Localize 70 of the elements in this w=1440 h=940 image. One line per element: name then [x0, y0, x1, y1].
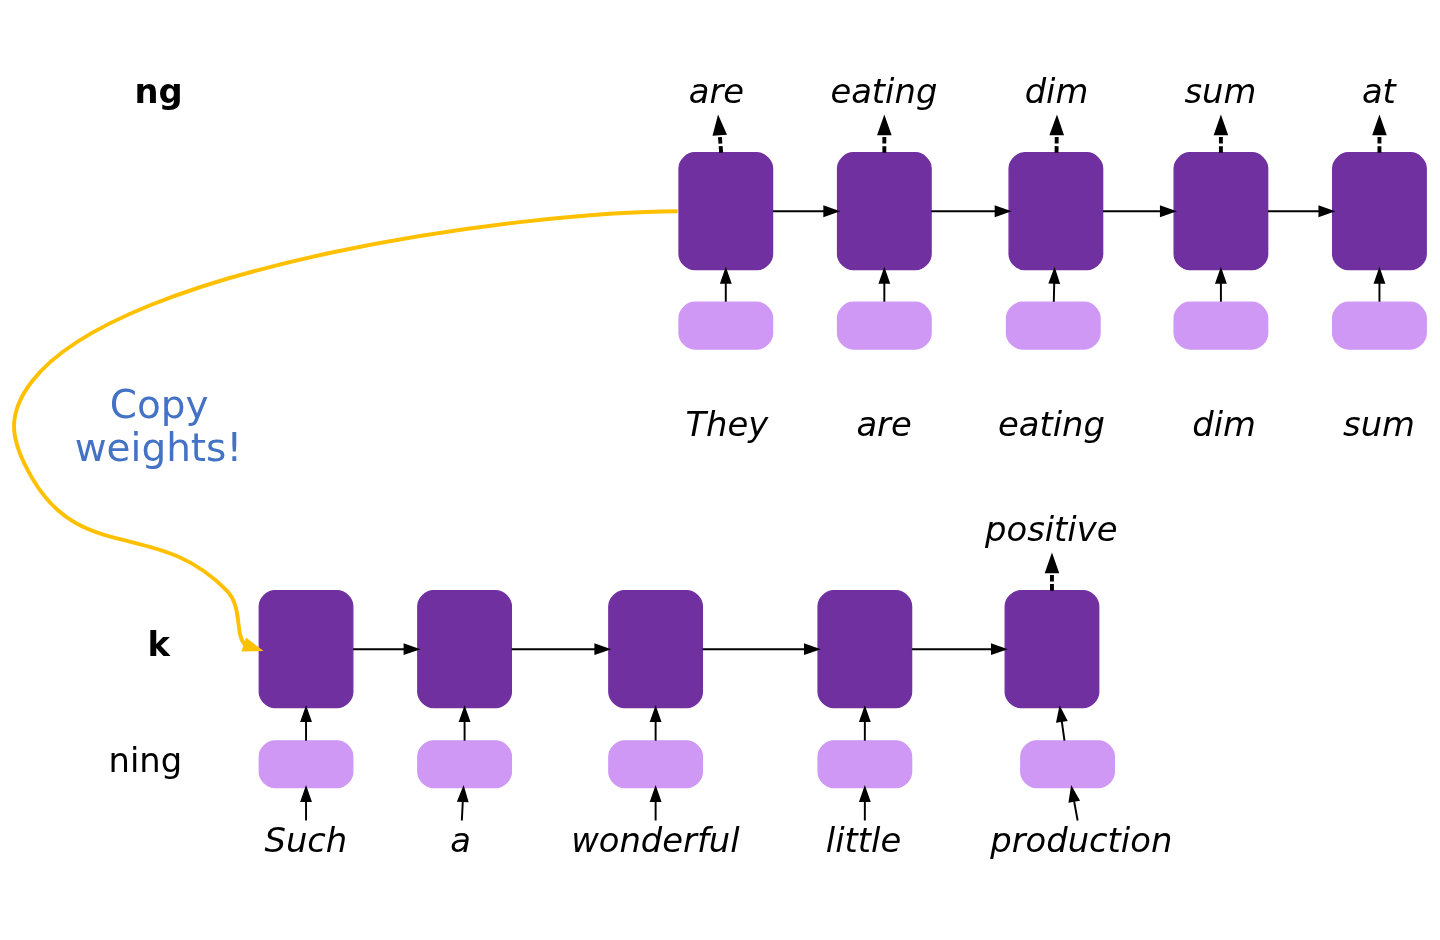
label: are	[856, 404, 912, 444]
arrow	[858, 784, 871, 821]
arrow	[1101, 204, 1177, 217]
node-text: positive	[985, 509, 1118, 549]
label: dim	[1192, 404, 1257, 444]
arrow	[456, 784, 469, 821]
arrow	[1049, 113, 1065, 153]
node-text: Such	[264, 820, 348, 860]
arrow	[300, 704, 312, 742]
label: sum	[1343, 404, 1415, 444]
node-text: eating	[830, 71, 938, 111]
arrow	[1373, 266, 1386, 303]
label: They	[685, 404, 769, 444]
node-text: a	[450, 820, 471, 860]
arrow	[458, 704, 471, 742]
node-bar	[1173, 301, 1269, 350]
node-text: sum	[1184, 71, 1257, 111]
arrow	[911, 642, 1008, 655]
arrow	[771, 204, 841, 217]
node-text: wonderful	[571, 820, 740, 860]
arrow	[877, 113, 892, 153]
node-box	[608, 589, 704, 708]
arrow	[1068, 784, 1081, 821]
arrow	[352, 642, 421, 655]
label: k	[147, 624, 170, 664]
node-bar	[608, 739, 704, 788]
arrow	[1213, 113, 1229, 153]
node-box	[417, 589, 512, 708]
arrow	[649, 704, 662, 742]
arrow	[701, 642, 821, 655]
node-box	[1173, 151, 1269, 270]
node-box	[1008, 151, 1104, 270]
label: Copy weights!	[74, 381, 243, 470]
arrow	[300, 784, 312, 821]
node-bar	[817, 739, 913, 788]
node-bar	[1005, 301, 1101, 350]
node-box	[258, 589, 354, 708]
node-bar	[678, 301, 774, 350]
node-box	[1004, 589, 1100, 708]
arrow	[1056, 704, 1068, 742]
arrow	[712, 114, 728, 153]
node-bar	[836, 301, 932, 350]
node-text: little	[825, 820, 902, 860]
node-box	[836, 151, 932, 270]
arrow	[858, 704, 871, 742]
node-box	[1332, 151, 1427, 270]
node-box	[817, 589, 913, 708]
arrow	[649, 784, 662, 821]
node-text: at	[1361, 71, 1396, 111]
node-text: production	[990, 820, 1173, 860]
arrow	[878, 266, 891, 303]
node-bar	[1332, 301, 1427, 350]
arrow	[930, 204, 1012, 217]
arrow	[1372, 113, 1387, 153]
arrow	[719, 266, 732, 303]
arrow	[1267, 204, 1336, 217]
label: ng	[134, 71, 183, 111]
arrow	[1215, 266, 1227, 303]
node-bar	[1020, 739, 1115, 788]
node-text: dim	[1024, 71, 1089, 111]
node-box	[678, 151, 774, 270]
arrow	[12, 208, 678, 651]
label: ning	[108, 740, 183, 780]
label: eating	[998, 404, 1105, 444]
node-bar	[417, 739, 512, 788]
node-text: are	[688, 71, 745, 111]
arrow	[510, 642, 612, 655]
node-bar	[258, 739, 354, 788]
arrow	[1044, 551, 1060, 591]
arrow	[1048, 266, 1061, 303]
